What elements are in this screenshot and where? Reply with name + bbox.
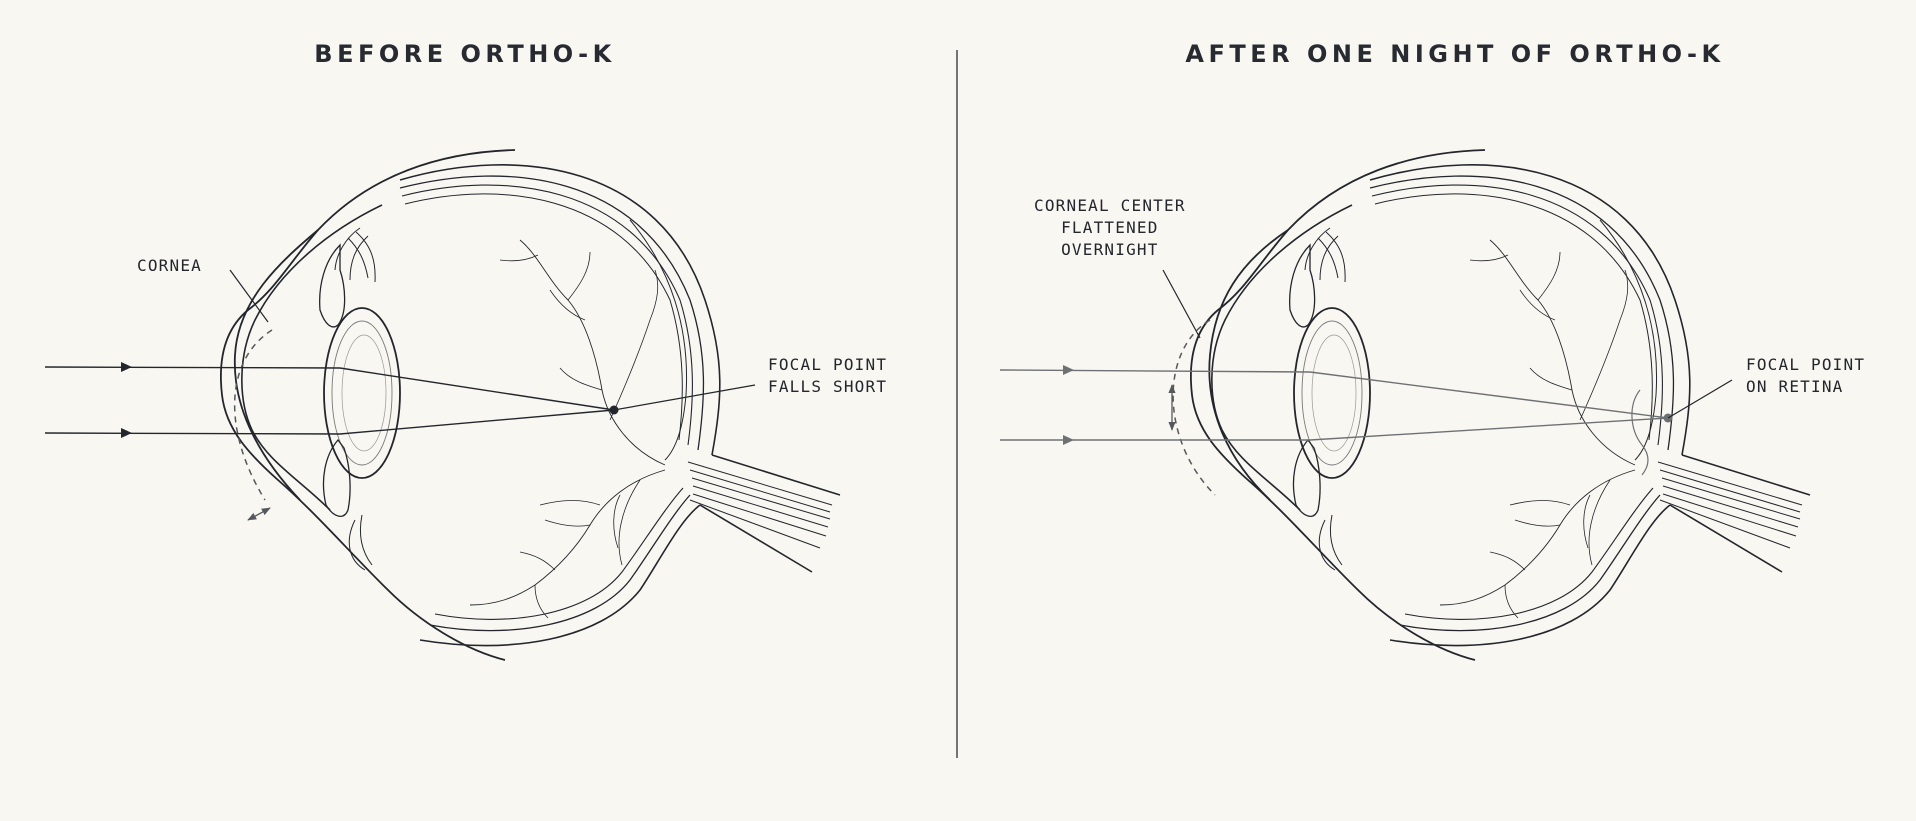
after-eye-illustration [1191,150,1810,660]
before-eye-illustration [221,150,840,660]
arrowhead-icon [1063,435,1074,445]
before-dashed-cornea [235,330,272,500]
arrowhead-icon [121,428,132,438]
focal-retina-leader [1668,380,1732,418]
corneal-center-leader [1163,270,1200,338]
cornea-leader-line [230,270,268,322]
arrowhead-icon [121,362,132,372]
before-double-arrow-icon [248,508,270,520]
arrowhead-icon [1063,365,1074,375]
